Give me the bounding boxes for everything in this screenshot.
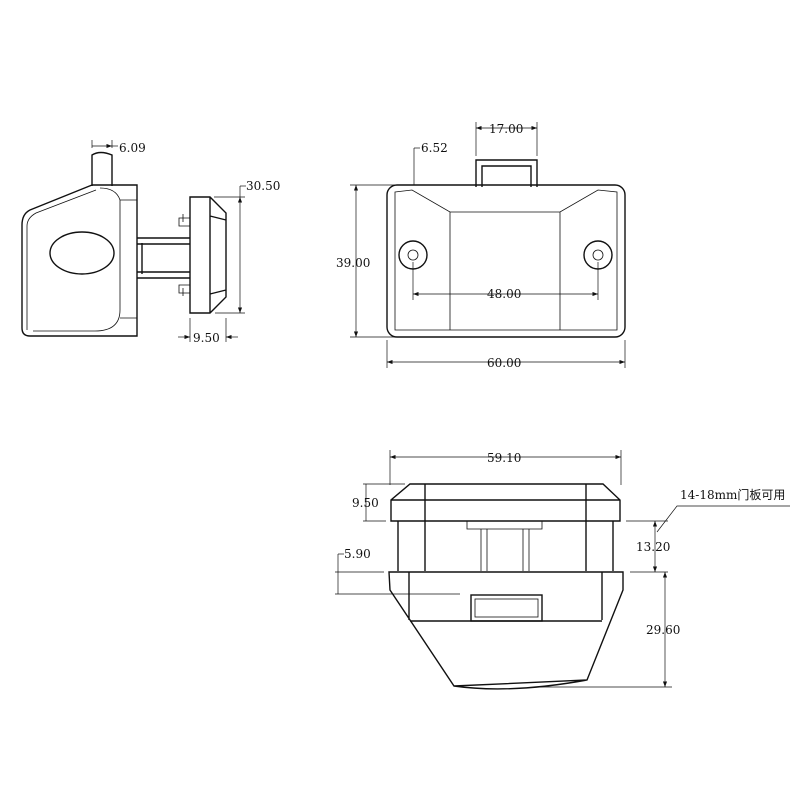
pin xyxy=(91,151,113,186)
dim-body-height: 29.60 xyxy=(646,623,680,637)
legs xyxy=(397,521,614,571)
dim-bezel-height: 9.50 xyxy=(352,496,379,510)
dim-hole-spacing: 48.00 xyxy=(487,287,521,301)
dim-bezel-depth: 9.50 xyxy=(193,331,220,345)
dim-tab-width: 17.00 xyxy=(489,122,523,136)
release-button xyxy=(470,594,543,622)
front-body xyxy=(386,184,626,338)
dim-tab-offset: 6.52 xyxy=(421,141,448,155)
front-view: 17.00 6.52 39.00 48.00 60.00 xyxy=(336,122,626,370)
bottom-view: 59.10 9.50 5.90 13.20 29.60 14-18mm门板可用 xyxy=(335,450,790,690)
door-thickness-note: 14-18mm门板可用 xyxy=(680,487,785,502)
dim-front-width: 60.00 xyxy=(487,356,521,370)
oval-button xyxy=(49,231,115,275)
bezel-top xyxy=(390,483,621,522)
lower-body xyxy=(388,571,624,690)
dim-gap: 13.20 xyxy=(636,540,670,554)
dim-pin-width: 6.09 xyxy=(119,141,146,155)
dim-front-height: 39.00 xyxy=(336,256,370,270)
dim-button-offset: 5.90 xyxy=(344,547,371,561)
stem xyxy=(137,237,190,279)
bezel xyxy=(189,196,227,314)
side-view: 6.09 30.50 9.50 xyxy=(21,140,280,345)
side-body xyxy=(21,184,138,337)
tab xyxy=(475,159,538,187)
dim-side-height: 30.50 xyxy=(246,179,280,193)
dim-bottom-width: 59.10 xyxy=(487,451,521,465)
